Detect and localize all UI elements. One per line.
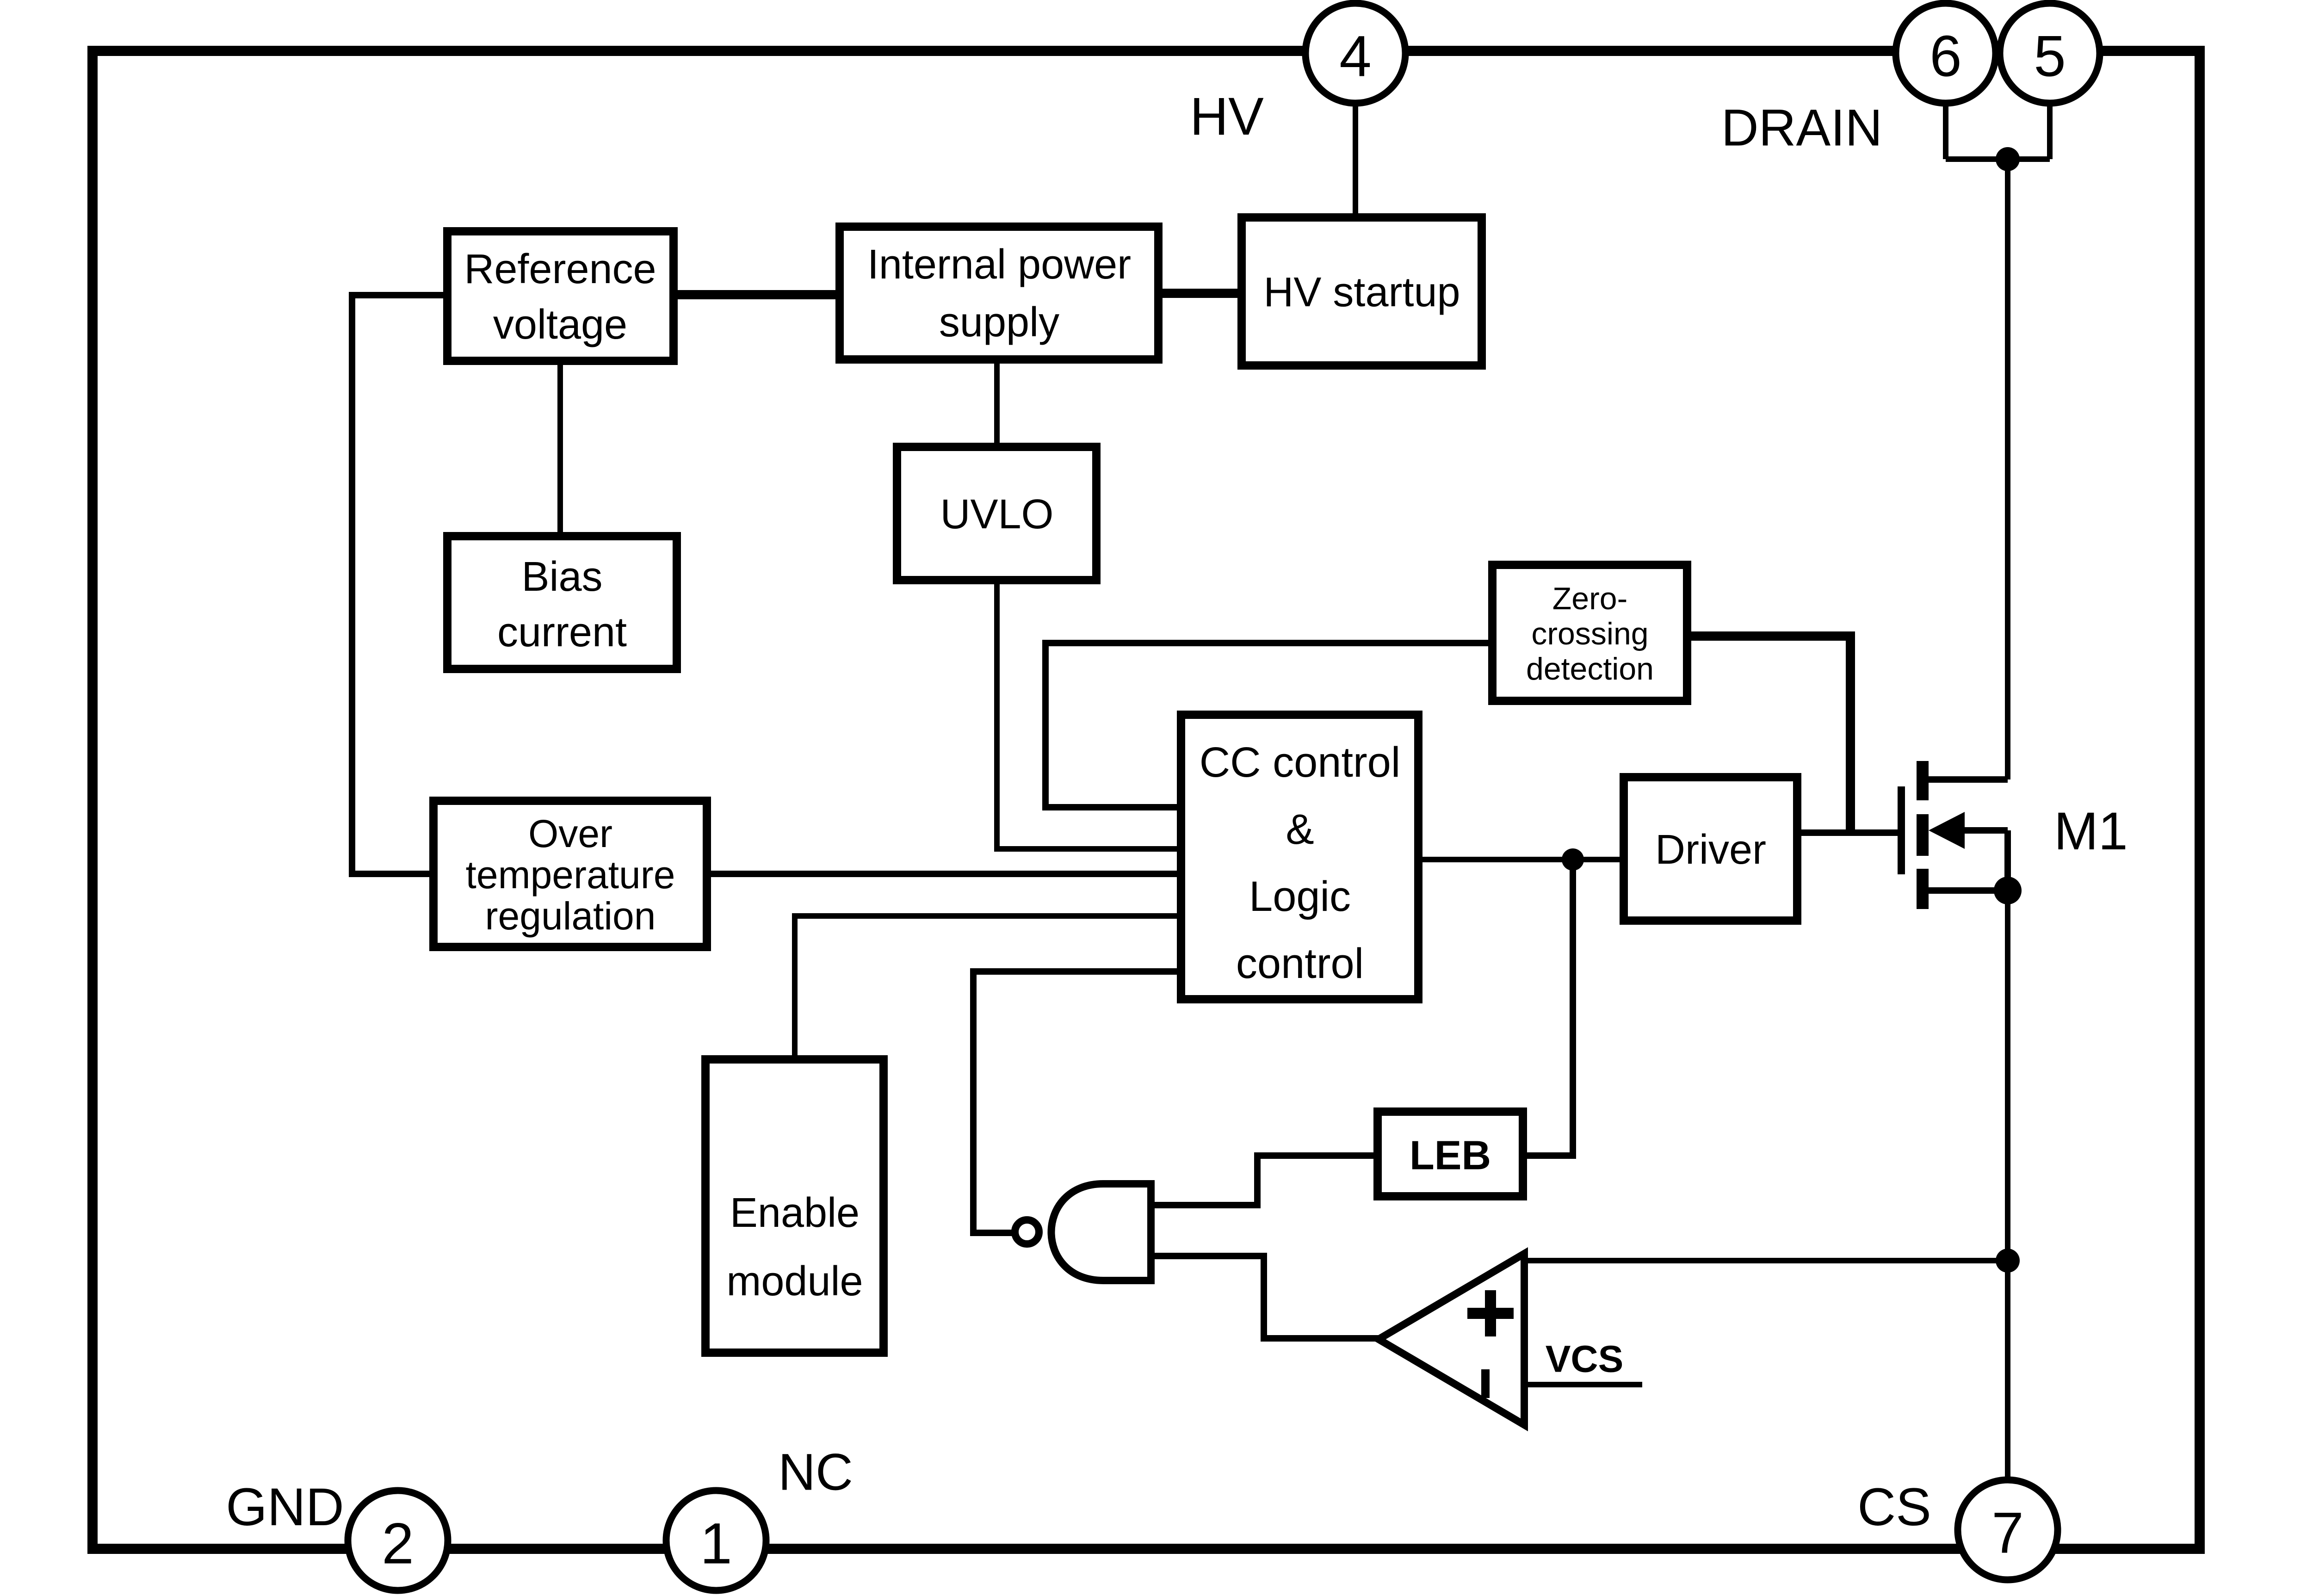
label-zero-crossing-2: crossing [1531,616,1648,651]
pin-number-5: 5 [2034,25,2066,89]
mosfet-body-arrow-icon [1929,812,1965,849]
chip-boundary [87,46,2205,1554]
wire-nand-upper-input [1151,1152,1378,1208]
block-zero-crossing-detection [1488,561,1691,705]
wire-zerocross-to-cc [1042,640,1492,810]
wire-zerocross-to-gate [1687,631,1855,833]
block-uvlo [893,443,1101,584]
block-internal-power-supply [835,223,1163,364]
wire-ref-to-overtemp-rail [349,292,447,877]
label-over-temperature-2: temperature [466,853,675,897]
junction-cs-comparator [1996,1249,2020,1273]
block-enable-module [701,1055,888,1357]
label-cc-logic-2: & [1286,806,1314,853]
label-over-temperature-3: regulation [485,894,656,938]
label-cc-logic-4: control [1236,940,1364,987]
junction-drain-pins [1996,147,2020,171]
pin-number-7: 7 [1991,1501,2024,1565]
wire-leb-to-driver-line [1523,860,1576,1159]
comparator-icon [1371,1247,1528,1431]
label-reference-voltage-2: voltage [493,302,627,348]
mosfet-channel-bottom [1917,869,1929,909]
label-bias-current-1: Bias [521,554,602,600]
block-hv-startup [1237,213,1486,370]
block-over-temperature-regulation [429,797,711,951]
wire-uvlo-to-cc [994,580,1181,852]
comparator-plus-icon [1467,1290,1514,1336]
vcs-label: VCS [1546,1338,1624,1380]
wire-comparator-to-nand [1151,1253,1379,1342]
label-internal-power-supply-2: supply [939,299,1059,346]
pin-number-4: 4 [1339,25,1372,89]
junction-source [1994,877,2022,904]
label-leb: LEB [1410,1132,1491,1178]
label-uvlo: UVLO [940,491,1053,538]
pin-label-drain: DRAIN [1721,99,1882,157]
label-zero-crossing-3: detection [1526,651,1654,687]
pin-circle-1 [662,1487,770,1594]
pin-circle-5 [1996,0,2103,107]
pin-number-6: 6 [1930,25,1962,89]
wire-enable-to-cc [792,913,1181,1059]
block-cc-logic-control [1177,711,1422,1003]
label-enable-module-1: Enable [730,1190,860,1236]
label-zero-crossing-1: Zero- [1552,581,1627,616]
pin-label-cs: CS [1857,1478,1931,1537]
pin-label-gnd: GND [226,1478,344,1537]
nand-bubble-icon [1011,1216,1043,1248]
label-driver: Driver [1655,827,1766,873]
label-enable-module-2: module [726,1258,863,1305]
mosfet-channel-mid [1917,814,1929,856]
mosfet-label: M1 [2054,802,2128,861]
pin-label-nc: NC [778,1443,853,1501]
label-reference-voltage-1: Reference [464,246,656,292]
junction-driver-input [1562,848,1584,871]
block-bias-current [443,532,681,673]
label-cc-logic-3: Logic [1249,873,1351,920]
pin-number-1: 1 [700,1512,732,1576]
pin-label-hv: HV [1190,87,1264,146]
label-internal-power-supply-1: Internal power [867,241,1131,288]
comparator-minus-icon [1481,1369,1490,1398]
nand-gate-icon [1047,1180,1155,1284]
pin-number-2: 2 [382,1512,414,1576]
label-cc-logic-1: CC control [1200,739,1401,786]
block-reference-voltage [443,227,678,365]
pin-circle-7 [1954,1476,2061,1584]
pin-circle-6 [1892,0,1999,107]
pin-circle-4 [1302,0,1409,107]
label-bias-current-2: current [497,609,627,656]
label-over-temperature-1: Over [528,812,612,855]
label-hv-startup: HV startup [1263,269,1460,315]
wire-nand-to-cc [970,968,1181,1236]
block-leb [1373,1107,1527,1200]
pin-circle-2 [344,1487,451,1594]
mosfet-channel-top [1917,761,1929,800]
block-driver [1620,773,1801,925]
mosfet-m1-icon [1898,761,1965,909]
